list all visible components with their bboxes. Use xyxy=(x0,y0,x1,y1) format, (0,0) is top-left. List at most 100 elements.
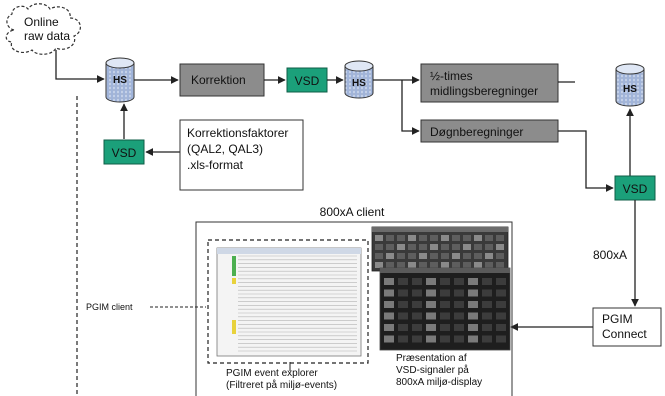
display-back-cell xyxy=(430,253,438,259)
display-front-cell xyxy=(412,301,422,308)
display-back-cell xyxy=(419,244,427,250)
display-back-cell xyxy=(452,235,460,241)
display-back-cell xyxy=(386,235,394,241)
pgim-connect-line1: PGIM xyxy=(602,312,633,326)
display-back-cell xyxy=(474,253,482,259)
display-front-cell xyxy=(426,289,436,297)
korrektionsfaktorer-box: Korrektionsfaktorer (QAL2, QAL3) .xls-fo… xyxy=(179,119,304,191)
display-back-cell xyxy=(441,253,449,259)
presentation-line3: 800xA miljø-display xyxy=(396,377,482,388)
pgim-client-label: PGIM client xyxy=(86,302,133,312)
display-front-cell xyxy=(454,335,464,343)
display-front-cell xyxy=(440,312,450,320)
display-back-cell xyxy=(496,235,504,241)
client-title: 800xA client xyxy=(320,205,385,219)
pgim-connect-box: PGIM Connect xyxy=(592,307,662,347)
hs-database-2: HS xyxy=(344,60,374,99)
hs-database-1: HS xyxy=(105,57,135,103)
display-front-cell xyxy=(454,301,464,308)
display-back-cell xyxy=(485,253,493,259)
display-front-cell xyxy=(384,324,394,331)
display-back-cell xyxy=(496,244,504,250)
pgim-connect-line2: Connect xyxy=(602,327,647,341)
display-front-cell xyxy=(440,289,450,297)
display-front-cell xyxy=(398,324,408,331)
display-back-cell xyxy=(430,262,438,268)
hs-label-2: HS xyxy=(352,78,366,89)
display-front-cell xyxy=(468,301,478,308)
display-front-cell xyxy=(440,324,450,331)
display-back-cell xyxy=(441,235,449,241)
cloud-to-hs-connector xyxy=(55,50,105,83)
display-front-cell xyxy=(398,289,408,297)
vsd-label-2: VSD xyxy=(623,182,648,196)
display-front-cell xyxy=(412,289,422,297)
cloud-label-line2: raw data xyxy=(24,29,70,43)
display-back-cell xyxy=(408,244,416,250)
display-back-cell xyxy=(452,262,460,268)
display-front-cell xyxy=(454,289,464,297)
midling-box: ½-times midlingsberegninger xyxy=(420,63,559,103)
display-back-cell xyxy=(474,235,482,241)
display-back-cell xyxy=(452,244,460,250)
display-front-cell xyxy=(468,289,478,297)
display-back-cell xyxy=(463,235,471,241)
display-front-cell xyxy=(496,289,506,297)
midling-label-line1: ½-times xyxy=(430,69,473,83)
display-front-cell xyxy=(440,335,450,343)
faktorer-line2: (QAL2, QAL3) xyxy=(187,142,263,156)
display-front-cell xyxy=(482,335,492,343)
display-back-cell xyxy=(485,235,493,241)
display-front-cell xyxy=(398,278,408,285)
display-front-cell xyxy=(482,312,492,320)
display-front-cell xyxy=(412,278,422,285)
display-front-cell xyxy=(468,312,478,320)
display-front-cell xyxy=(426,324,436,331)
event-explorer-frame xyxy=(207,239,369,364)
explorer-caption-line1: PGIM event explorer xyxy=(226,368,318,379)
event-explorer-screenshot xyxy=(216,247,362,357)
hs2-to-dogn-arrow xyxy=(401,80,420,135)
display-back-cell xyxy=(441,262,449,268)
display-back-cell xyxy=(397,235,405,241)
display-back-cell xyxy=(430,244,438,250)
display-back-cell xyxy=(496,253,504,259)
display-back-cell xyxy=(441,244,449,250)
display-front-cell xyxy=(454,278,464,285)
display-front-cell xyxy=(468,324,478,331)
display-front-cell xyxy=(454,324,464,331)
display-front-cell xyxy=(426,301,436,308)
display-front-cell xyxy=(440,278,450,285)
display-front-cell xyxy=(496,324,506,331)
hs-database-3: HS xyxy=(615,63,645,107)
display-back-cell xyxy=(397,262,405,268)
display-back-cell xyxy=(474,244,482,250)
hs-label-1: HS xyxy=(113,75,127,86)
display-front-cell xyxy=(426,278,436,285)
display-front-cell xyxy=(384,278,394,285)
vsd-label-3: VSD xyxy=(112,146,137,160)
client-box xyxy=(195,221,513,396)
presentation-line2: VSD-signaler på xyxy=(396,364,469,376)
display-back-cell xyxy=(485,262,493,268)
korrektion-box: Korrektion xyxy=(179,63,265,97)
display-back-cell xyxy=(452,253,460,259)
faktorer-line3: .xls-format xyxy=(187,158,244,172)
display-screenshot-back xyxy=(371,226,509,272)
display-back-cell xyxy=(496,262,504,268)
hs-label-3: HS xyxy=(623,84,637,95)
cloud-label-line1: Online xyxy=(24,15,59,29)
display-front-cell xyxy=(482,324,492,331)
display-back-cell xyxy=(419,235,427,241)
display-back-cell xyxy=(386,244,394,250)
display-front-cell xyxy=(384,301,394,308)
presentation-line1: Præsentation af xyxy=(396,353,467,364)
display-back-cell xyxy=(408,253,416,259)
display-front-cell xyxy=(482,301,492,308)
display-back-cell xyxy=(419,262,427,268)
vsd-box-2: VSD xyxy=(614,175,656,201)
display-back-cell xyxy=(386,262,394,268)
vsd-box-3: VSD xyxy=(103,139,145,165)
display-front-cell xyxy=(496,312,506,320)
display-back-cell xyxy=(375,253,383,259)
